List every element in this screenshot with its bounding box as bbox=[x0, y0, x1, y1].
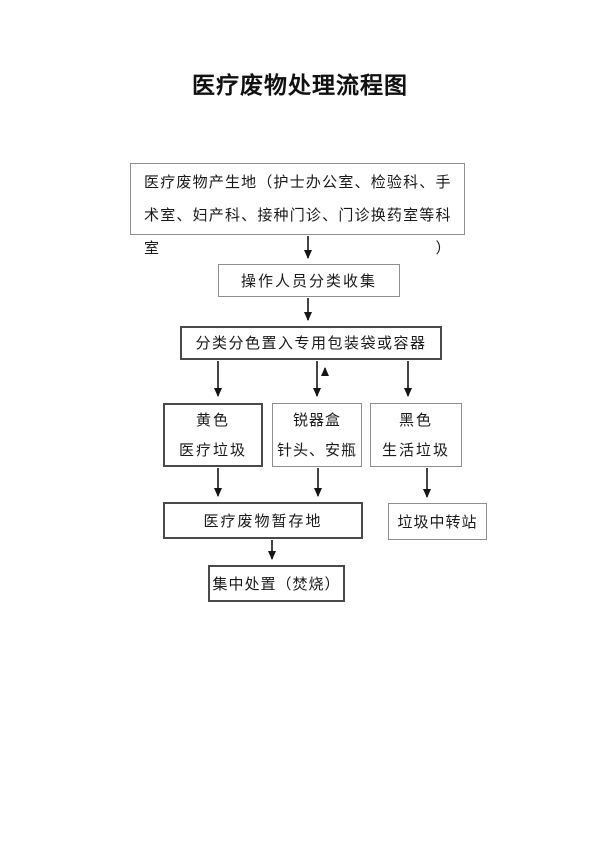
node-temp-storage: 医疗废物暂存地 bbox=[163, 502, 363, 539]
node-disposal-label: 集中处置（焚烧） bbox=[212, 574, 341, 593]
node-yellow-line1: 黄色 bbox=[195, 411, 230, 429]
node-black-line1: 黑色 bbox=[398, 411, 433, 429]
node-waste-source: 医疗废物产生地（护士办公室、检验科、手术室、妇产科、接种门诊、门诊换药室等科室） bbox=[130, 163, 465, 257]
node-collect: 操作人员分类收集 bbox=[218, 264, 400, 297]
node-sharps-line2: 针头、安瓶 bbox=[276, 441, 357, 459]
node-black-household-waste: 黑色 生活垃圾 bbox=[370, 403, 462, 467]
node-transfer-label: 垃圾中转站 bbox=[397, 512, 478, 531]
node-waste-source-label: 医疗废物产生地（护士办公室、检验科、手术室、妇产科、接种门诊、门诊换药室等科室） bbox=[144, 173, 451, 257]
node-collect-label: 操作人员分类收集 bbox=[240, 271, 377, 290]
node-transfer-station: 垃圾中转站 bbox=[388, 503, 487, 540]
node-sharps-line1: 锐器盒 bbox=[292, 411, 341, 429]
node-black-line2: 生活垃圾 bbox=[381, 441, 450, 459]
node-sharps-box: 锐器盒 针头、安瓶 bbox=[272, 403, 362, 467]
node-yellow-line2: 医疗垃圾 bbox=[178, 441, 247, 459]
node-yellow-medical-waste: 黄色 医疗垃圾 bbox=[163, 403, 263, 467]
node-temp-storage-label: 医疗废物暂存地 bbox=[203, 511, 323, 530]
page-title: 医疗废物处理流程图 bbox=[192, 73, 408, 99]
node-pack-label: 分类分色置入专用包装袋或容器 bbox=[195, 334, 427, 352]
node-pack: 分类分色置入专用包装袋或容器 bbox=[180, 326, 442, 360]
node-disposal: 集中处置（焚烧） bbox=[208, 565, 345, 602]
